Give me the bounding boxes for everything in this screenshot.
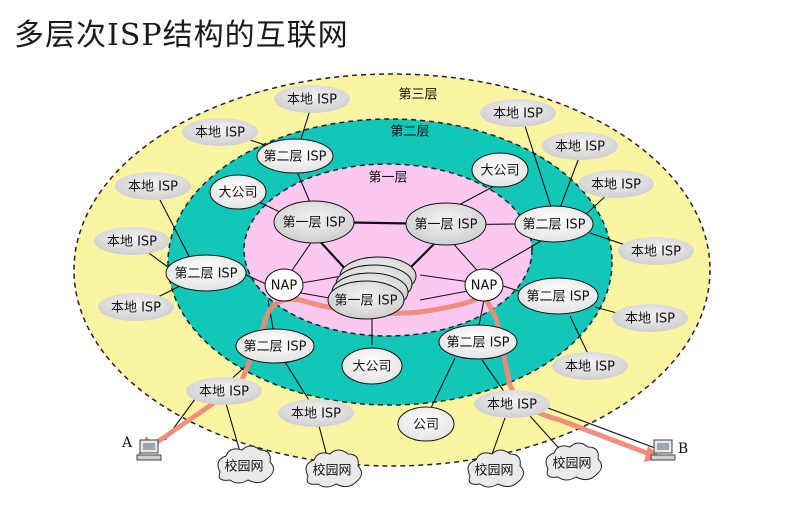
svg-text:校园网: 校园网: [224, 459, 263, 475]
svg-text:大公司: 大公司: [218, 186, 257, 201]
host-a-label: A: [121, 435, 133, 451]
local-isp-node: 本地 ISP: [552, 352, 628, 380]
svg-text:第二层 ISP: 第二层 ISP: [526, 290, 589, 305]
svg-text:本地 ISP: 本地 ISP: [555, 140, 605, 155]
svg-text:本地 ISP: 本地 ISP: [565, 360, 615, 375]
svg-text:第二层 ISP: 第二层 ISP: [263, 150, 326, 165]
tier2-isp-node: 第二层 ISP: [235, 328, 315, 364]
nap-nodes: NAP NAP: [264, 268, 504, 302]
big-company-node: 大公司: [341, 347, 403, 385]
svg-text:本地 ISP: 本地 ISP: [287, 93, 337, 108]
company-node: 公司: [397, 406, 455, 442]
host-b-label: B: [678, 441, 688, 457]
svg-text:本地 ISP: 本地 ISP: [625, 312, 675, 327]
nap-node: NAP: [264, 268, 304, 302]
local-isp-node: 本地 ISP: [274, 85, 350, 113]
tier1-isp-node: 第一层 ISP: [405, 202, 487, 246]
page-title: 多层次ISP结构的互联网: [14, 18, 349, 53]
svg-text:本地 ISP: 本地 ISP: [487, 398, 537, 413]
local-isp-node: 本地 ISP: [578, 170, 654, 198]
campus-cloud: 校园网: [305, 449, 362, 488]
svg-text:第一层 ISP: 第一层 ISP: [282, 216, 345, 231]
svg-text:本地 ISP: 本地 ISP: [199, 385, 249, 400]
local-isp-node: 本地 ISP: [186, 377, 262, 405]
tier2-isp-node: 第二层 ISP: [514, 205, 594, 243]
svg-text:校园网: 校园网: [312, 463, 351, 479]
svg-text:第二层 ISP: 第二层 ISP: [174, 267, 237, 282]
svg-text:校园网: 校园网: [474, 463, 513, 479]
layer-label-third: 第三层: [398, 88, 437, 103]
tier2-isp-node: 第二层 ISP: [165, 254, 247, 292]
tier2-isp-nodes: 第二层 ISP 第二层 ISP 第二层 ISP 第二层 ISP 第二层 ISP …: [165, 138, 599, 364]
local-isp-node: 本地 ISP: [182, 118, 258, 146]
tier2-isp-node: 第二层 ISP: [438, 324, 518, 360]
layer-label-first: 第一层: [368, 171, 407, 186]
local-isp-node: 本地 ISP: [94, 227, 170, 255]
svg-text:第二层 ISP: 第二层 ISP: [446, 336, 509, 351]
svg-text:公司: 公司: [413, 418, 439, 433]
local-isp-node: 本地 ISP: [612, 304, 688, 332]
svg-text:本地 ISP: 本地 ISP: [493, 107, 543, 122]
local-isp-nodes: 本地 ISP 本地 ISP 本地 ISP 本地 ISP 本地 ISP 本地 IS…: [94, 85, 694, 427]
nap-node: NAP: [464, 268, 504, 302]
svg-text:NAP: NAP: [471, 279, 498, 294]
svg-text:本地 ISP: 本地 ISP: [591, 178, 641, 193]
svg-text:大公司: 大公司: [480, 164, 519, 179]
local-isp-node: 本地 ISP: [474, 390, 550, 418]
layer-label-second: 第二层: [390, 125, 429, 140]
local-isp-node: 本地 ISP: [618, 237, 694, 265]
tier2-isp-node: 第二层 ISP: [256, 138, 334, 174]
big-company-node: 大公司: [471, 152, 529, 188]
tier1-isp-node: 第一层 ISP: [273, 200, 355, 244]
campus-cloud: 校园网: [545, 442, 602, 481]
tier2-isp-node: 第二层 ISP: [517, 277, 599, 315]
svg-text:第二层 ISP: 第二层 ISP: [243, 340, 306, 355]
local-isp-node: 本地 ISP: [115, 172, 191, 200]
local-isp-node: 本地 ISP: [480, 99, 556, 127]
campus-cloud: 校园网: [467, 449, 524, 488]
campus-network-nodes: 校园网 校园网 校园网 校园网: [217, 442, 602, 488]
local-isp-node: 本地 ISP: [98, 293, 174, 321]
svg-text:NAP: NAP: [271, 279, 298, 294]
host-a-computer-icon: [136, 439, 162, 461]
tier1-isp-cluster: 第一层 ISP: [327, 256, 417, 320]
svg-text:本地 ISP: 本地 ISP: [195, 126, 245, 141]
svg-text:第一层 ISP: 第一层 ISP: [334, 294, 397, 309]
svg-text:本地 ISP: 本地 ISP: [107, 235, 157, 250]
big-company-node: 大公司: [209, 174, 267, 210]
local-isp-node: 本地 ISP: [542, 132, 618, 160]
svg-text:校园网: 校园网: [552, 456, 591, 472]
svg-text:本地 ISP: 本地 ISP: [111, 301, 161, 316]
svg-text:大公司: 大公司: [352, 360, 391, 375]
svg-text:本地 ISP: 本地 ISP: [128, 180, 178, 195]
svg-text:第一层 ISP: 第一层 ISP: [414, 218, 477, 233]
campus-cloud: 校园网: [217, 445, 274, 484]
svg-text:第二层 ISP: 第二层 ISP: [522, 218, 585, 233]
local-isp-node: 本地 ISP: [278, 399, 354, 427]
company-nodes: 大公司 大公司 大公司 公司: [209, 152, 529, 442]
host-b-computer-icon: [650, 439, 676, 461]
tier1-isp-nodes: 第一层 ISP 第一层 ISP 第一层 ISP: [273, 200, 487, 320]
svg-text:本地 ISP: 本地 ISP: [291, 407, 341, 422]
svg-text:本地 ISP: 本地 ISP: [631, 245, 681, 260]
